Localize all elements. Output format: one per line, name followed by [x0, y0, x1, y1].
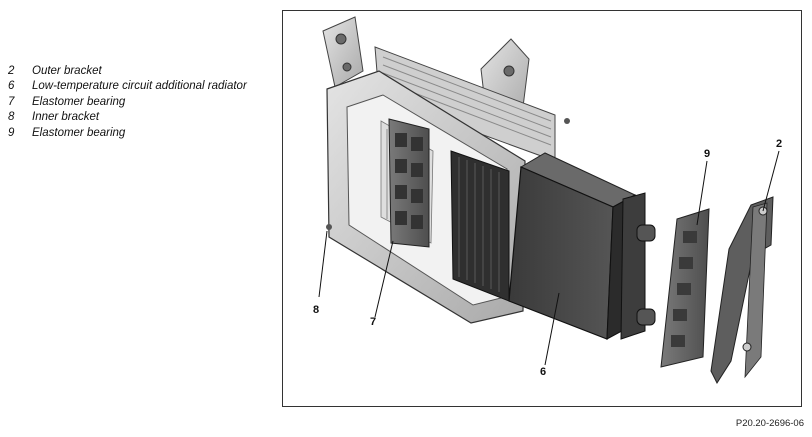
legend-text: Low-temperature circuit additional radia… — [32, 80, 247, 93]
legend-item-7: 7 Elastomer bearing — [8, 95, 258, 110]
legend-text: Outer bracket — [32, 65, 102, 77]
legend-text: Elastomer bearing — [32, 126, 126, 139]
legend-text: Elastomer bearing — [32, 95, 126, 108]
low-temperature-radiator-part — [508, 152, 656, 340]
outer-elastomer-bearing-part — [660, 208, 710, 368]
callout-label-6: 6 — [540, 366, 546, 378]
legend-number: 9 — [8, 126, 15, 139]
legend-number: 6 — [8, 80, 15, 93]
legend-item-8: 8 Inner bracket — [8, 110, 258, 125]
legend-number: 2 — [8, 65, 15, 77]
legend-item-2: 2 Outer bracket — [8, 64, 258, 79]
callout-label-7: 7 — [370, 316, 376, 328]
legend-number: 8 — [8, 111, 15, 124]
legend-item-9: 9 Elastomer bearing — [8, 126, 258, 141]
legend-number: 7 — [8, 95, 15, 108]
exploded-assembly-drawing: 9 2 8 7 6 — [313, 16, 782, 385]
outer-bracket-part — [710, 196, 774, 385]
figure-code: P20.20-2696-06 — [735, 418, 804, 429]
legend-item-6: 6 Low-temperature circuit additional rad… — [8, 79, 258, 94]
legend-list: 2 Outer bracket 6 Low-temperature circui… — [8, 64, 258, 141]
callout-leader-lines — [318, 150, 780, 366]
callout-label-2: 2 — [776, 138, 782, 150]
callout-label-8: 8 — [313, 304, 319, 316]
radiator-core-in-frame — [450, 150, 510, 302]
inner-elastomer-bearing-part — [388, 118, 430, 248]
callout-label-9: 9 — [704, 148, 710, 160]
legend-text: Inner bracket — [32, 111, 100, 124]
figure-frame: 9 2 8 7 6 — [282, 10, 802, 407]
